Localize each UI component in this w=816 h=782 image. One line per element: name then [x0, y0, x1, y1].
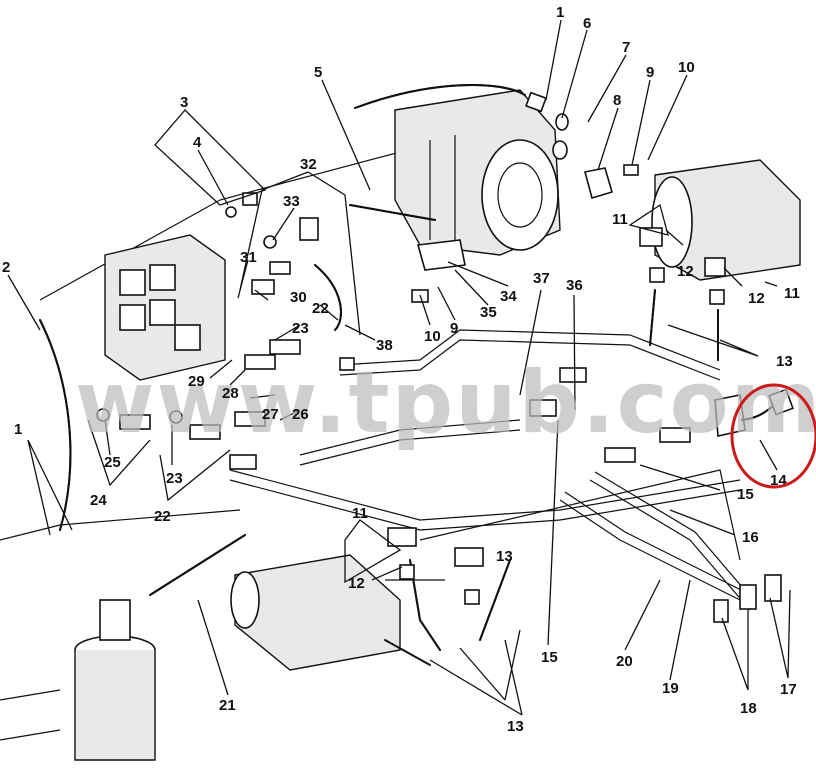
callout-34: 34: [500, 288, 517, 305]
callout-11: 11: [612, 211, 628, 228]
reservoir-motor: [651, 159, 801, 281]
callout-1: 1: [14, 421, 22, 438]
watermark-text: www.tpub.com: [75, 353, 816, 453]
callout-9: 9: [450, 320, 458, 337]
callout-29: 29: [188, 373, 205, 390]
filter-housing: [0, 599, 156, 761]
callout-15: 15: [737, 486, 754, 503]
callout-7: 7: [622, 39, 630, 56]
callout-13: 13: [776, 353, 793, 370]
fittings: [96, 91, 782, 623]
control-valve-block: [104, 234, 226, 381]
callout-32: 32: [300, 156, 317, 173]
callout-21: 21: [219, 697, 236, 714]
callout-10: 10: [424, 328, 441, 345]
callout-30: 30: [290, 289, 307, 306]
hydraulic-cylinder: [230, 554, 431, 671]
highlight-circle-part-14: [730, 383, 816, 489]
part-14-elbow-tube: [741, 388, 794, 421]
callout-28: 28: [222, 385, 239, 402]
callout-13: 13: [507, 718, 524, 735]
callout-22: 22: [312, 300, 329, 317]
callout-35: 35: [480, 304, 497, 321]
callout-33: 33: [283, 193, 300, 210]
callout-2: 2: [2, 259, 10, 276]
callout-8: 8: [613, 92, 621, 109]
callout-20: 20: [616, 653, 633, 670]
callout-37: 37: [533, 270, 550, 287]
callout-5: 5: [314, 64, 322, 81]
callout-11: 11: [352, 505, 368, 522]
callout-10: 10: [678, 59, 695, 76]
callout-27: 27: [262, 406, 279, 423]
hydraulic-pump: [394, 89, 561, 256]
callout-25: 25: [104, 454, 121, 471]
callout-6: 6: [583, 15, 591, 32]
callout-16: 16: [742, 529, 759, 546]
callout-9: 9: [646, 64, 654, 81]
callout-24: 24: [90, 492, 107, 509]
callout-31: 31: [240, 249, 257, 266]
callout-4: 4: [193, 134, 202, 151]
callout-13: 13: [496, 548, 513, 565]
tubes: [229, 329, 756, 611]
callout-23: 23: [166, 470, 183, 487]
callout-17: 17: [780, 681, 797, 698]
callout-19: 19: [662, 680, 679, 697]
callout-22: 22: [154, 508, 171, 525]
callout-11: 11: [784, 285, 800, 302]
callout-26: 26: [292, 406, 309, 423]
callout-38: 38: [376, 337, 393, 354]
callout-15: 15: [541, 649, 558, 666]
callout-12: 12: [677, 263, 694, 280]
callout-12: 12: [348, 575, 365, 592]
callout-23: 23: [292, 320, 309, 337]
callout-18: 18: [740, 700, 757, 717]
callout-3: 3: [180, 94, 188, 111]
callout-12: 12: [748, 290, 765, 307]
hoses: [39, 84, 719, 651]
callout-36: 36: [566, 277, 583, 294]
callout-labels: 1 6 7 9 10 8 5 3 4 32 33 2 31 30 22 23 3…: [2, 4, 800, 735]
leader-lines: [7, 19, 791, 716]
callout-1: 1: [556, 4, 564, 21]
